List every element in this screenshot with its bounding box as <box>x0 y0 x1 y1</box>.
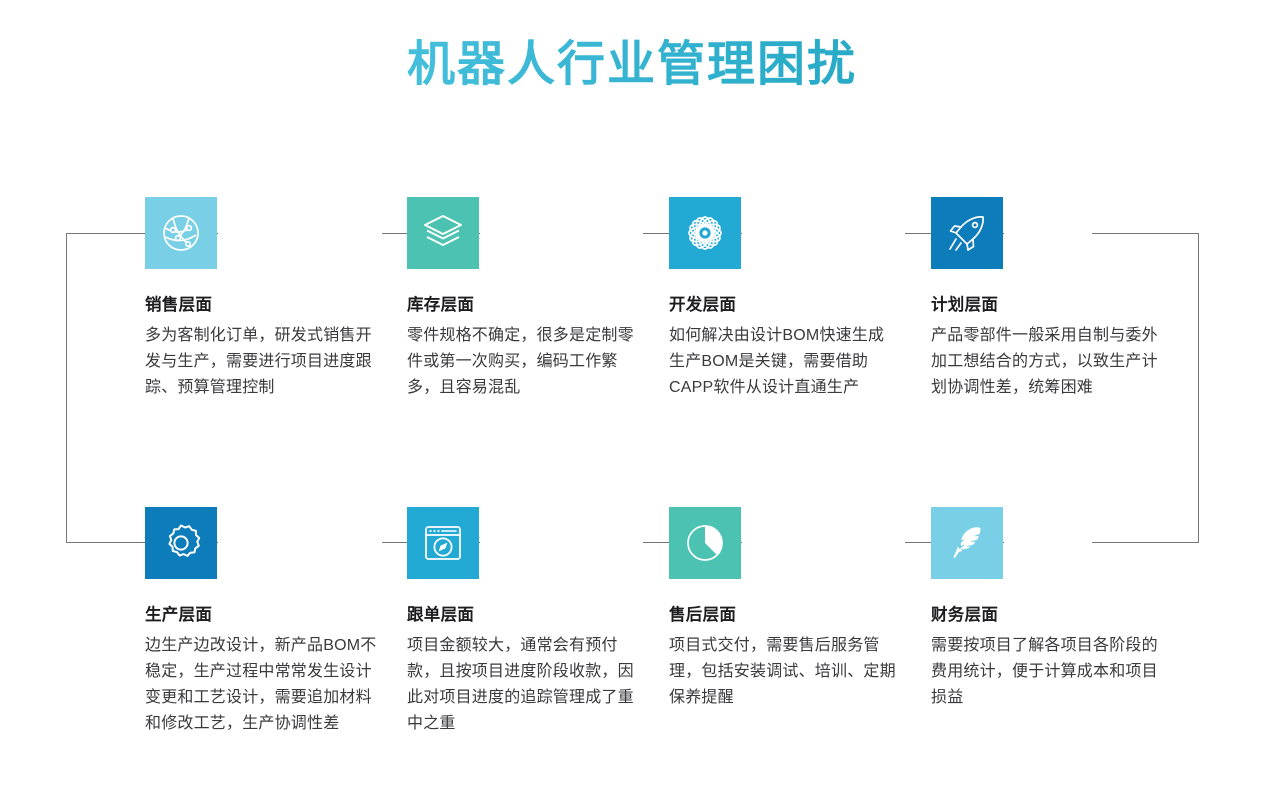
page-title: 机器人行业管理困扰 <box>0 36 1264 94</box>
frame-mask-top-1 <box>218 228 382 239</box>
card-title: 库存层面 <box>407 296 475 314</box>
card-title: 销售层面 <box>145 296 213 314</box>
card-development[interactable]: 开发层面 如何解决由设计BOM快速生成生产BOM是关键，需要借助CAPP软件从设… <box>669 197 931 401</box>
card-after-sales[interactable]: 售后层面 项目式交付，需要售后服务管理，包括安装调试、培训、定期保养提醒 <box>669 507 931 711</box>
card-title: 计划层面 <box>931 296 999 314</box>
frame-mask-top-3 <box>742 228 905 239</box>
frame-mask-bottom-3 <box>742 537 905 548</box>
feather-icon <box>931 507 1003 579</box>
browser-compass-icon <box>407 507 479 579</box>
frame-mask-bottom-2 <box>480 537 643 548</box>
card-description: 多为客制化订单，研发式销售开发与生产，需要进行项目进度跟踪、预算管理控制 <box>145 327 372 397</box>
frame-mask-bottom-4 <box>1004 537 1092 548</box>
atom-icon <box>669 197 741 269</box>
card-title: 售后层面 <box>669 606 737 624</box>
card-production[interactable]: 生产层面 边生产边改设计，新产品BOM不稳定，生产过程中常常发生设计变更和工艺设… <box>145 507 407 737</box>
card-description: 产品零部件一般采用自制与委外加工想结合的方式，以致生产计划协调性差，统筹困难 <box>931 327 1158 397</box>
pie-chart-icon <box>669 507 741 579</box>
frame-mask-top-2 <box>480 228 643 239</box>
frame-mask-top-4 <box>1004 228 1092 239</box>
card-description: 项目金额较大，通常会有预付款，且按项目进度阶段收款，因此对项目进度的追踪管理成了… <box>407 637 634 733</box>
globe-network-icon <box>145 197 217 269</box>
card-description: 项目式交付，需要售后服务管理，包括安装调试、培训、定期保养提醒 <box>669 637 896 707</box>
card-inventory[interactable]: 库存层面 零件规格不确定，很多是定制零件或第一次购买，编码工作繁多，且容易混乱 <box>407 197 669 401</box>
card-planning[interactable]: 计划层面 产品零部件一般采用自制与委外加工想结合的方式，以致生产计划协调性差，统… <box>931 197 1193 401</box>
card-description: 如何解决由设计BOM快速生成生产BOM是关键，需要借助CAPP软件从设计直通生产 <box>669 327 885 397</box>
frame-mask-bottom-1 <box>218 537 382 548</box>
layers-icon <box>407 197 479 269</box>
card-finance[interactable]: 财务层面 需要按项目了解各项目各阶段的费用统计，便于计算成本和项目损益 <box>931 507 1193 711</box>
rocket-icon <box>931 197 1003 269</box>
card-order-tracking[interactable]: 跟单层面 项目金额较大，通常会有预付款，且按项目进度阶段收款，因此对项目进度的追… <box>407 507 669 737</box>
gear-icon <box>145 507 217 579</box>
card-sales[interactable]: 销售层面 多为客制化订单，研发式销售开发与生产，需要进行项目进度跟踪、预算管理控… <box>145 197 407 401</box>
card-description: 零件规格不确定，很多是定制零件或第一次购买，编码工作繁多，且容易混乱 <box>407 327 634 397</box>
card-description: 边生产边改设计，新产品BOM不稳定，生产过程中常常发生设计变更和工艺设计，需要追… <box>145 637 377 733</box>
card-description: 需要按项目了解各项目各阶段的费用统计，便于计算成本和项目损益 <box>931 637 1158 707</box>
card-title: 生产层面 <box>145 606 213 624</box>
card-title: 财务层面 <box>931 606 999 624</box>
card-title: 跟单层面 <box>407 606 475 624</box>
card-title: 开发层面 <box>669 296 737 314</box>
